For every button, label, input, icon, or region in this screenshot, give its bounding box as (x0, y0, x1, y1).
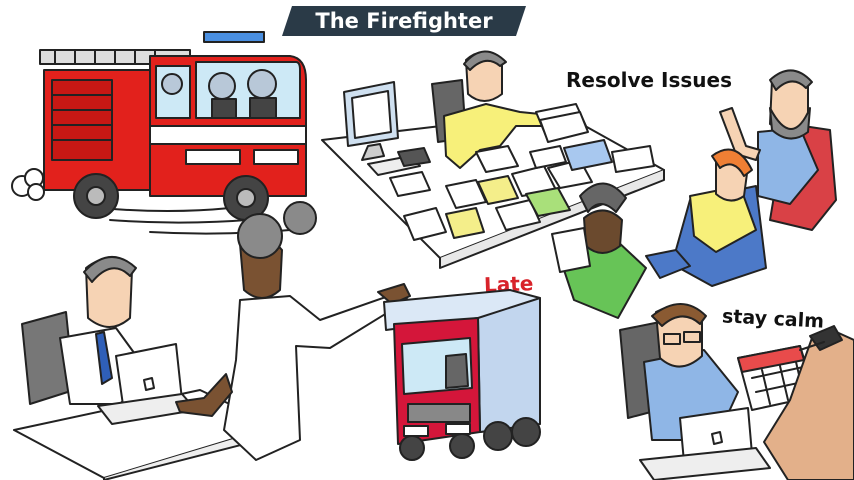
banner-title: The Firefighter (315, 9, 493, 33)
resolve-issues-illustration (551, 69, 837, 319)
drawing-hand-illustration (763, 325, 854, 480)
firetruck-illustration (11, 31, 307, 235)
office-worker-illustration (13, 201, 411, 480)
banner-shape (282, 6, 526, 36)
title-banner: The Firefighter (282, 6, 526, 36)
desk-papers-illustration (321, 50, 665, 269)
caption-resolve-issues: Resolve Issues (566, 68, 732, 92)
delivery-truck-illustration (383, 289, 541, 461)
